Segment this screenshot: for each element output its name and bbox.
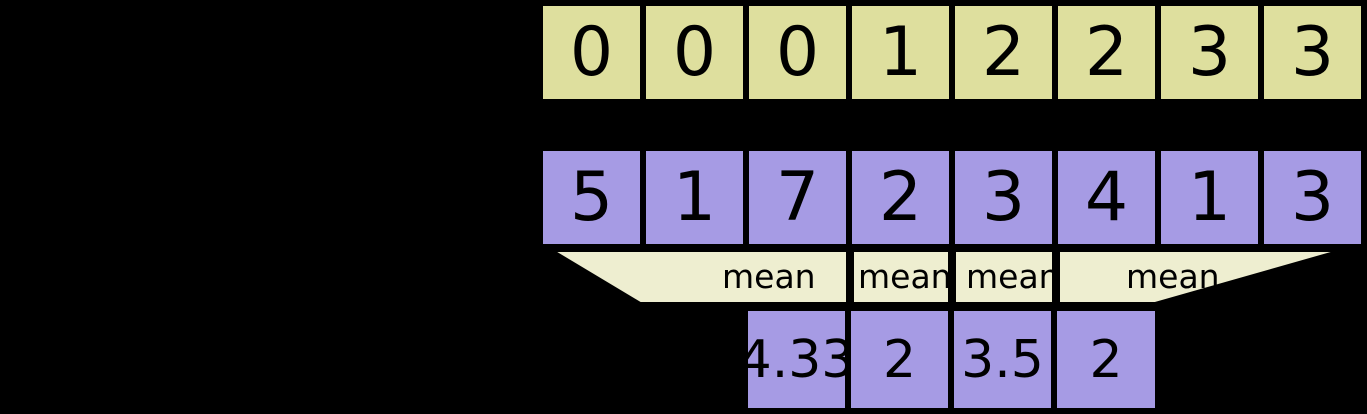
index-cell-1-label: 0 xyxy=(672,12,717,92)
value-cell-0-label: 5 xyxy=(569,157,614,237)
result-cell-3-label: 2 xyxy=(1089,329,1123,390)
value-cell-6-label: 1 xyxy=(1187,157,1232,237)
index-cell-5-label: 2 xyxy=(1084,12,1129,92)
index-cell-4-label: 2 xyxy=(981,12,1026,92)
value-cell-4-label: 3 xyxy=(981,157,1026,237)
value-cell-1-label: 1 xyxy=(672,157,717,237)
value-cell-1: 1 xyxy=(643,148,746,247)
value-cell-2: 7 xyxy=(746,148,849,247)
value-cell-3-label: 2 xyxy=(878,157,923,237)
index-cell-3-label: 1 xyxy=(878,12,923,92)
index-cell-0-label: 0 xyxy=(569,12,614,92)
value-cell-3: 2 xyxy=(849,148,952,247)
result-cell-2: 3.5 xyxy=(951,308,1054,411)
value-cell-5: 4 xyxy=(1055,148,1158,247)
index-cell-1: 0 xyxy=(643,3,746,102)
index-cell-6-label: 3 xyxy=(1187,12,1232,92)
index-cell-2-label: 0 xyxy=(775,12,820,92)
mean-funnel-1-label: mean xyxy=(858,257,952,296)
index-cell-4: 2 xyxy=(952,3,1055,102)
index-cell-0: 0 xyxy=(540,3,643,102)
result-cell-1-label: 2 xyxy=(882,329,917,390)
mean-funnel-0-label: mean xyxy=(722,257,816,296)
value-cell-0: 5 xyxy=(540,148,643,247)
index-cell-5: 2 xyxy=(1055,3,1158,102)
index-cell-6: 3 xyxy=(1158,3,1261,102)
result-cell-3: 2 xyxy=(1054,308,1158,411)
value-cell-2-label: 7 xyxy=(775,157,820,237)
result-cell-0-label: 4.33 xyxy=(738,329,855,390)
value-cell-4: 3 xyxy=(952,148,1055,247)
value-cell-5-label: 4 xyxy=(1084,157,1129,237)
index-cell-7-label: 3 xyxy=(1290,12,1335,92)
value-cell-7: 3 xyxy=(1261,148,1364,247)
mean-funnel-2-label: mean xyxy=(966,257,1060,296)
result-cell-2-label: 3.5 xyxy=(961,329,1044,390)
value-cell-6: 1 xyxy=(1158,148,1261,247)
mean-funnel-3-label: mean xyxy=(1126,257,1220,296)
index-cell-3: 1 xyxy=(849,3,952,102)
result-cell-0: 4.33 xyxy=(739,308,854,411)
index-cell-2: 0 xyxy=(746,3,849,102)
result-cell-1: 2 xyxy=(848,308,951,411)
value-cell-7-label: 3 xyxy=(1290,157,1335,237)
index-cell-7: 3 xyxy=(1261,3,1364,102)
